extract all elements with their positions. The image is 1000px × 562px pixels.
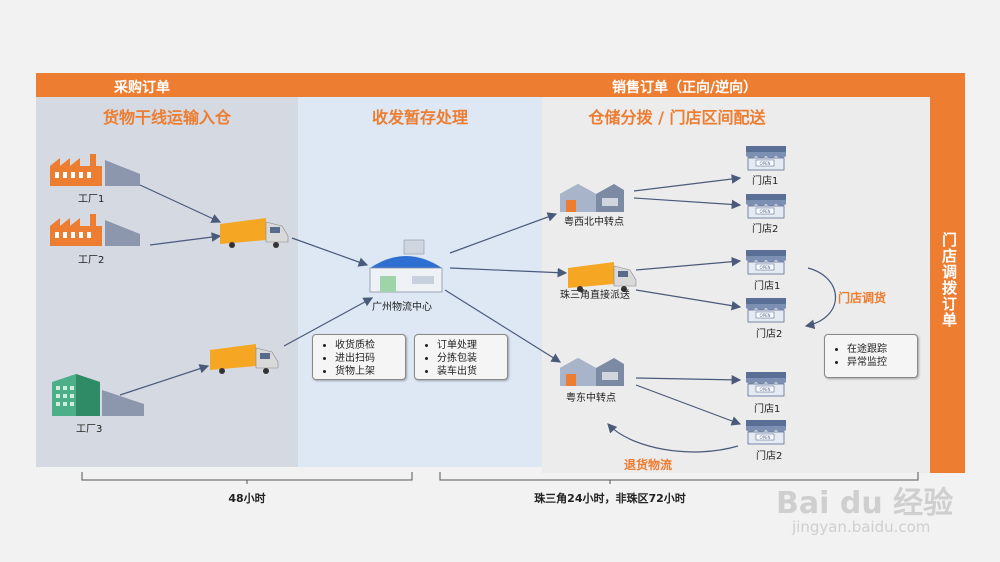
purchase-order-label: 采购订单 — [114, 80, 170, 96]
store-icon: OPEN — [746, 298, 786, 323]
store-icon: OPEN — [746, 250, 786, 275]
dispatch-step: 分拣包装 — [437, 352, 507, 365]
warehouse-center-icon — [369, 239, 443, 293]
arrow-store-transfer — [804, 267, 836, 330]
returns-label: 退货物流 — [624, 458, 673, 472]
sales-order-band: 销售订单（正向/逆向） — [432, 73, 965, 97]
svg-text:OPEN: OPEN — [759, 387, 770, 392]
receive-steps: 收货质检 进出扫码 货物上架 — [313, 339, 405, 378]
zone-distribution — [542, 97, 930, 473]
hub-northwest-label: 粤西北中转点 — [564, 217, 624, 228]
timeline-brace-left — [81, 472, 413, 481]
svg-text:OPEN: OPEN — [759, 313, 770, 318]
factory-icon — [50, 214, 140, 246]
dispatch-step: 装车出货 — [437, 365, 507, 378]
arrow-center-hubnw — [449, 212, 558, 254]
store-b1-label: 门店1 — [754, 281, 781, 292]
svg-text:OPEN: OPEN — [759, 435, 770, 440]
sales-order-label: 销售订单（正向/逆向） — [612, 80, 758, 96]
zone-title-storage: 收发暂存处理 — [371, 108, 468, 127]
store-icon: OPEN — [746, 146, 786, 171]
arrow-hubnw-store1 — [633, 174, 742, 192]
store-a1-label: 门店1 — [752, 176, 779, 187]
warehouse-hub-icon — [560, 184, 624, 212]
store-transfer-order-band: 门店调拨订单 — [930, 97, 965, 473]
direct-delivery-label: 珠三角直接派送 — [558, 290, 632, 302]
timeline-right-label: 珠三角24小时，非珠区72小时 — [534, 492, 686, 505]
svg-text:OPEN: OPEN — [759, 209, 770, 214]
timeline-brace-right — [439, 472, 919, 481]
store-transfer-label: 门店调货 — [838, 291, 887, 305]
tracking-step: 在途跟踪 — [847, 343, 917, 356]
tracking-step: 异常监控 — [847, 356, 917, 369]
tracking-steps: 在途跟踪 异常监控 — [825, 343, 917, 369]
truck-icon — [220, 218, 289, 248]
truck-icon — [210, 344, 279, 374]
arrow-factory2-truck — [149, 232, 222, 246]
factory2-label: 工厂2 — [78, 255, 105, 266]
arrow-truck2-center — [283, 297, 374, 347]
svg-text:OPEN: OPEN — [759, 161, 770, 166]
zone-title-distribution: 仓储分拨 / 门店区间配送 — [588, 108, 766, 127]
arrow-returns — [607, 423, 739, 453]
logistics-center-label: 广州物流中心 — [372, 302, 432, 313]
warehouse-hub-icon — [560, 358, 624, 386]
timeline-left-label: 48小时 — [228, 492, 266, 505]
arrow-truck-center — [291, 237, 369, 267]
arrow-hubeast-store2 — [635, 384, 742, 426]
arrow-direct-store1 — [635, 256, 742, 271]
arrow-factory1-truck — [139, 184, 222, 223]
arrow-center-direct — [449, 267, 568, 278]
store-icon: OPEN — [746, 372, 786, 397]
dispatch-process-box: 订单处理 分拣包装 装车出货 — [414, 334, 508, 380]
receive-step: 货物上架 — [335, 365, 405, 378]
arrow-hubnw-store2 — [633, 197, 742, 210]
receive-step: 进出扫码 — [335, 352, 405, 365]
arrow-direct-store2 — [635, 289, 742, 311]
store-a2-label: 门店2 — [752, 224, 779, 235]
receive-step: 收货质检 — [335, 339, 405, 352]
arrow-hubeast-store1 — [635, 375, 742, 385]
arrow-center-hubeast — [444, 289, 562, 363]
baidu-watermark-logo: Bai du 经验 — [776, 486, 954, 521]
truck-icon — [568, 262, 637, 292]
tracking-box: 在途跟踪 异常监控 — [824, 334, 918, 378]
store-c1-label: 门店1 — [754, 404, 781, 415]
store-icon: OPEN — [746, 194, 786, 219]
purchase-order-band: 采购订单 — [36, 73, 456, 97]
store-c2-label: 门店2 — [756, 451, 783, 462]
zone-title-trunk: 货物干线运输入仓 — [102, 108, 231, 127]
factory3-label: 工厂3 — [76, 424, 103, 435]
hub-east-label: 粤东中转点 — [566, 393, 616, 404]
store-transfer-order-label: 门店调拨订单 — [940, 232, 958, 328]
dispatch-step: 订单处理 — [437, 339, 507, 352]
receive-process-box: 收货质检 进出扫码 货物上架 — [312, 334, 406, 380]
factory-icon — [50, 154, 140, 186]
dispatch-steps: 订单处理 分拣包装 装车出货 — [415, 339, 507, 378]
svg-text:OPEN: OPEN — [759, 265, 770, 270]
store-icon: OPEN — [746, 420, 786, 445]
store-b2-label: 门店2 — [756, 329, 783, 340]
factory1-label: 工厂1 — [78, 194, 105, 205]
direct-delivery-text: 珠三角直接派送 — [560, 290, 630, 301]
arrow-factory3-truck — [119, 364, 210, 396]
office-building-icon — [52, 374, 144, 416]
baidu-watermark-url: jingyan.baidu.com — [792, 518, 931, 536]
